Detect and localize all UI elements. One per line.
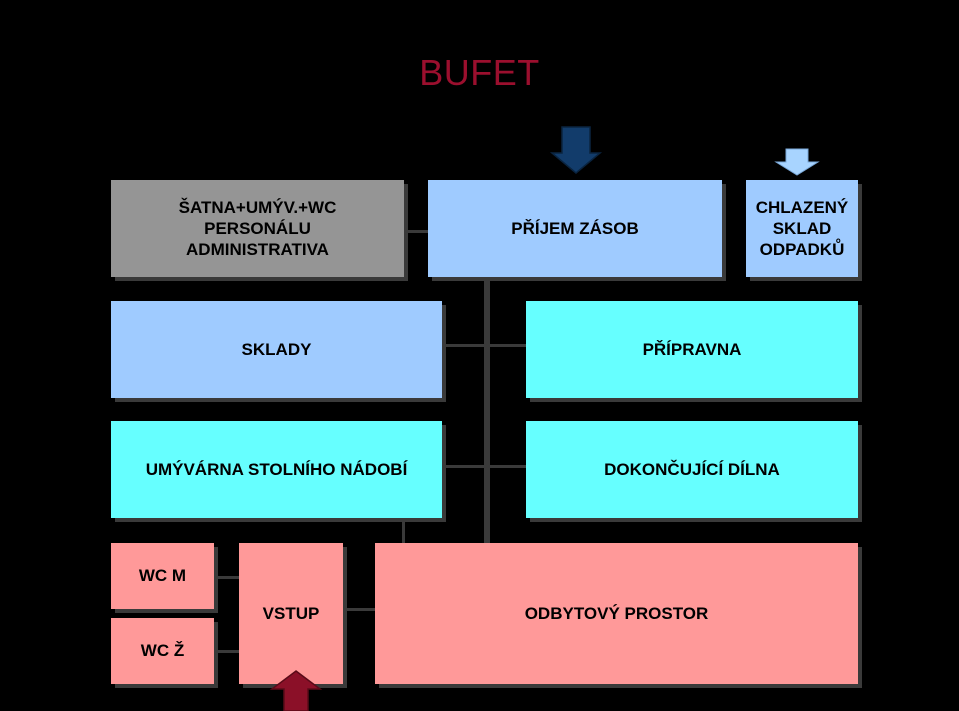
connector-vstup-odbyt — [343, 608, 375, 611]
room-umyvarna: UMÝVÁRNA STOLNÍHO NÁDOBÍ — [111, 421, 442, 518]
room-odbytovy-prostor: ODBYTOVÝ PROSTOR — [375, 543, 858, 684]
room-pripravna: PŘÍPRAVNA — [526, 301, 858, 398]
room-dokoncujici-dilna: DOKONČUJÍCÍ DÍLNA — [526, 421, 858, 518]
connector-satna-prijem — [403, 230, 429, 233]
entrance-arrow-icon — [269, 670, 323, 711]
connector-pripravna — [487, 344, 526, 347]
room-vstup: VSTUP — [239, 543, 343, 684]
room-prijem-zasob: PŘÍJEM ZÁSOB — [428, 180, 722, 277]
connector-umyvarna-odbyt — [402, 518, 405, 544]
connector-umyvarna — [442, 465, 487, 468]
room-wc-m: WC M — [111, 543, 214, 609]
connector-wcz-vstup — [214, 650, 239, 653]
room-sklady: SKLADY — [111, 301, 442, 398]
connector-main-vertical — [484, 276, 490, 544]
diagram-title: BUFET — [419, 52, 540, 93]
room-chlazeny-sklad: CHLAZENÝ SKLAD ODPADKŮ — [746, 180, 858, 277]
room-satna-personalu: ŠATNA+UMÝV.+WC PERSONÁLU ADMINISTRATIVA — [111, 180, 404, 277]
waste-arrow-icon — [774, 148, 820, 176]
connector-dokoncujici — [487, 465, 526, 468]
connector-sklady — [442, 344, 487, 347]
supply-arrow-icon — [549, 126, 603, 174]
connector-wcm-vstup — [214, 576, 239, 579]
room-wc-z: WC Ž — [111, 618, 214, 684]
